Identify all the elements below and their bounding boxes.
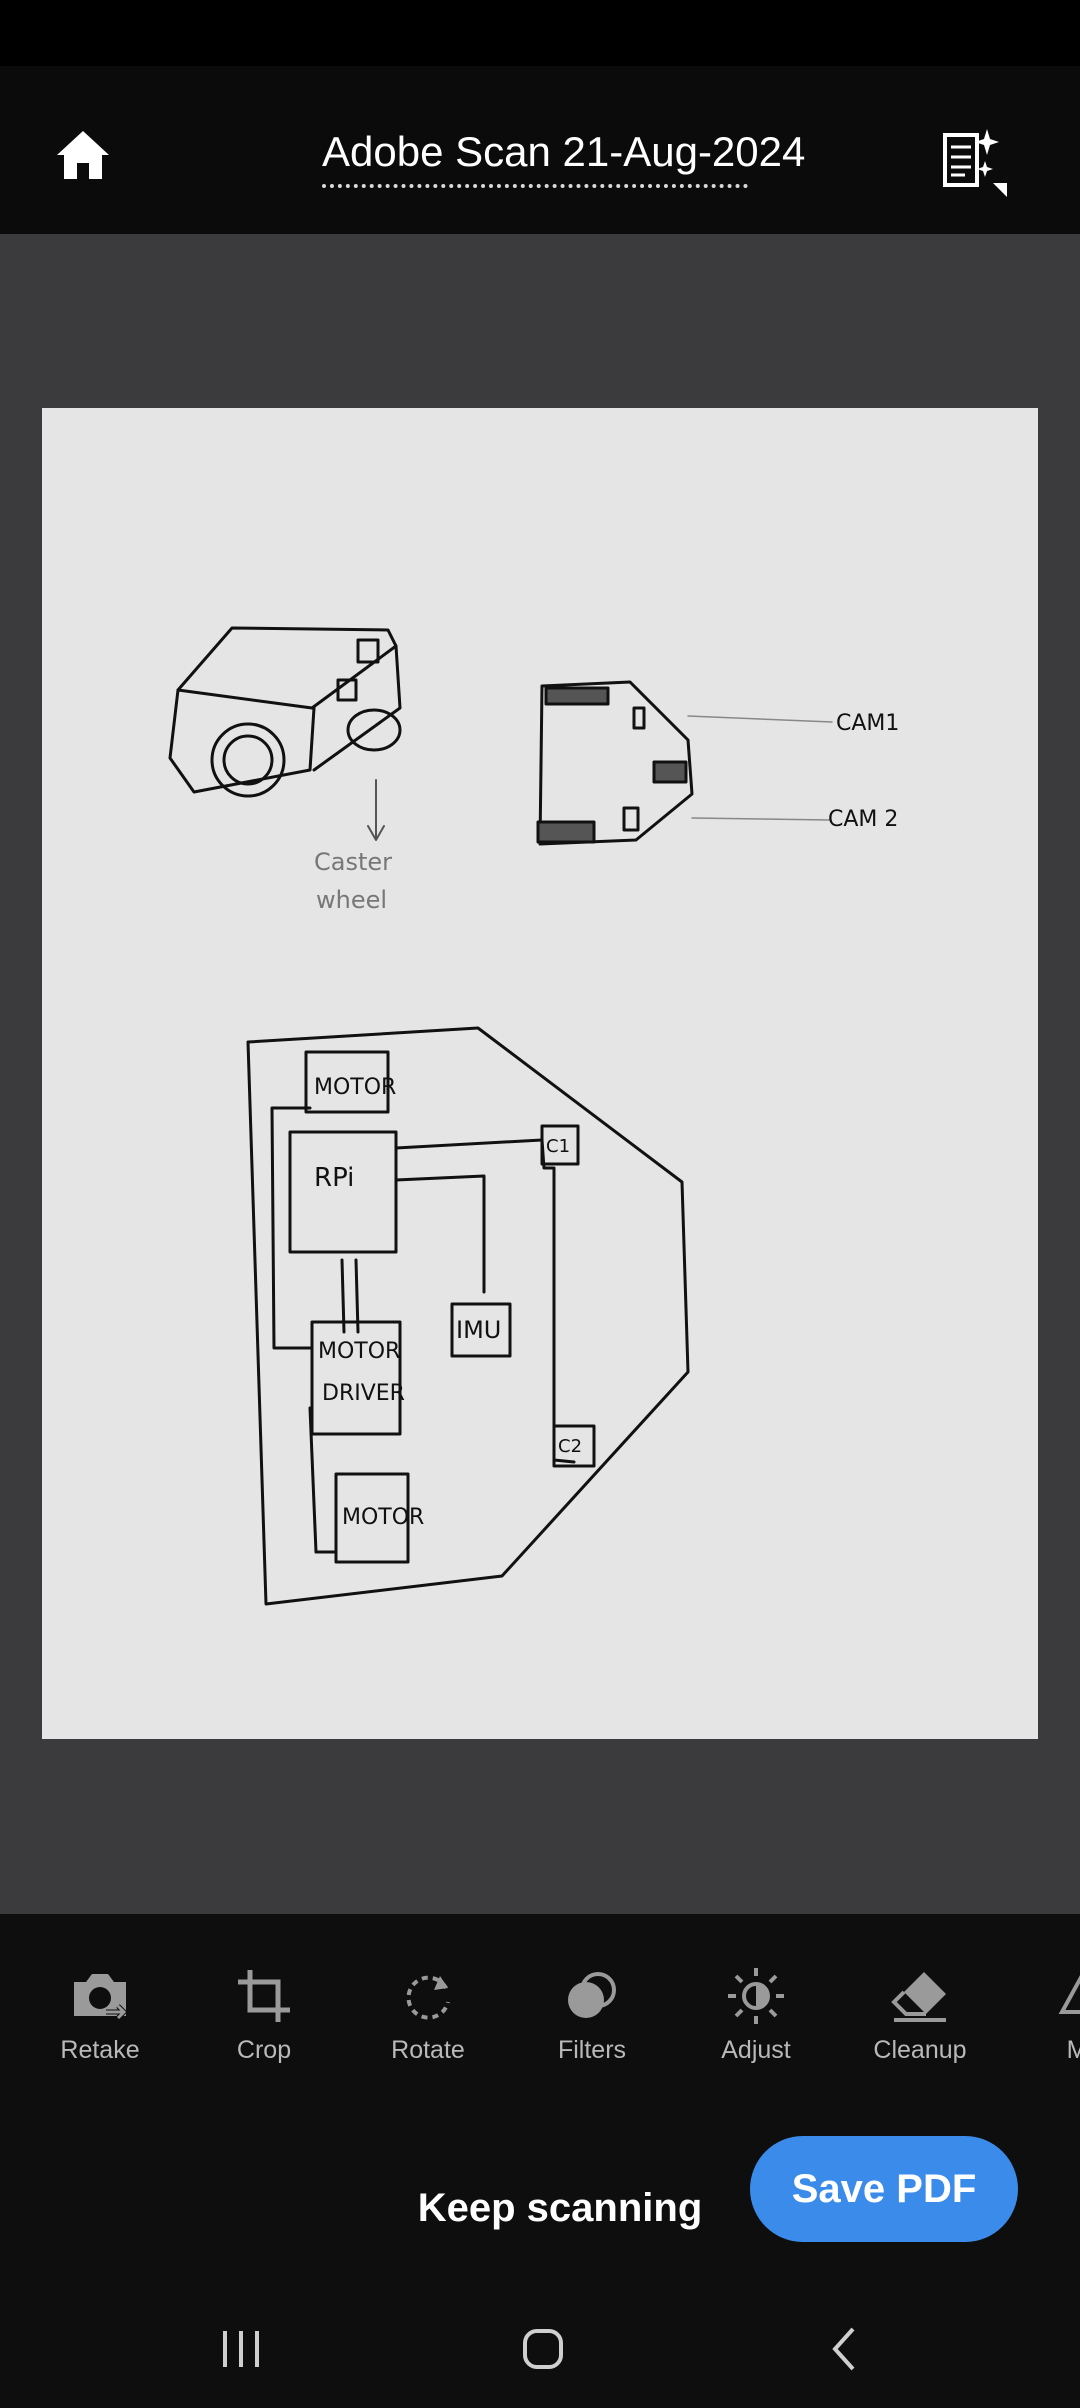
motor-top-label: MOTOR [314, 1075, 396, 1100]
retake-button[interactable]: Retake [30, 1964, 170, 2074]
home-icon [57, 131, 109, 179]
action-bar: Keep scanning Save PDF [0, 2114, 1080, 2294]
wheel-label: wheel [316, 886, 387, 914]
eraser-icon [891, 1972, 946, 2022]
markup-icon [1058, 1975, 1080, 2014]
filters-label: Filters [557, 2036, 627, 2064]
imu-label: IMU [456, 1316, 501, 1344]
cleanup-button[interactable]: Cleanup [850, 1964, 990, 2074]
motor-driver-label-2: DRIVER [322, 1381, 405, 1406]
rpi-label: RPi [314, 1163, 354, 1193]
recent-apps-icon [223, 2331, 259, 2367]
filters-button[interactable]: Filters [522, 1964, 662, 2074]
system-navigation-bar [0, 2294, 1080, 2408]
cleanup-label: Cleanup [873, 2036, 967, 2064]
crop-button[interactable]: Crop [194, 1964, 334, 2074]
back-icon [832, 2327, 855, 2371]
keep-scanning-button[interactable]: Keep scanning [417, 2186, 703, 2230]
c2-label: C2 [558, 1436, 582, 1457]
markup-button[interactable]: Ma [1014, 1964, 1080, 2074]
cam2-label: CAM 2 [828, 807, 898, 832]
adjust-button[interactable]: Adjust [686, 1964, 826, 2074]
crop-label: Crop [236, 2036, 292, 2064]
scanned-page[interactable]: Caster wheel CAM1 CAM 2 MOTOR RPi C1 IMU… [42, 408, 1038, 1739]
markup-label: Ma [1066, 2036, 1080, 2064]
edit-toolbar: Retake Crop Rotate Filters Adjust Cleanu… [0, 1914, 1080, 2114]
hand-drawn-robot-diagram: Caster wheel CAM1 CAM 2 MOTOR RPi C1 IMU… [168, 626, 899, 1606]
caster-label: Caster [314, 848, 392, 876]
back-nav-button[interactable] [800, 2314, 890, 2384]
status-bar [0, 0, 1080, 66]
cam1-label: CAM1 [836, 711, 899, 736]
adjust-label: Adjust [721, 2036, 791, 2064]
motor-driver-label-1: MOTOR [318, 1339, 400, 1364]
motor-bottom-label: MOTOR [342, 1505, 424, 1530]
scan-preview-area: Caster wheel CAM1 CAM 2 MOTOR RPi C1 IMU… [0, 234, 1080, 1914]
home-button[interactable] [40, 112, 126, 198]
save-pdf-button[interactable]: Save PDF [750, 2136, 1018, 2242]
ai-sparkle-document-icon [943, 129, 1007, 197]
document-title[interactable]: Adobe Scan 21-Aug-2024 [322, 124, 805, 188]
adjust-brightness-icon [728, 1968, 784, 2024]
home-nav-button[interactable] [498, 2314, 588, 2384]
rotate-label: Rotate [391, 2036, 465, 2064]
retake-camera-icon [74, 1974, 128, 2020]
ai-assistant-button[interactable] [930, 118, 1016, 204]
retake-label: Retake [60, 2036, 140, 2064]
recent-apps-button[interactable] [196, 2314, 286, 2384]
rotate-button[interactable]: Rotate [358, 1964, 498, 2074]
rotate-icon [406, 1975, 450, 2020]
filters-icon [568, 1972, 616, 2018]
crop-icon [238, 1970, 290, 2022]
top-app-bar: Adobe Scan 21-Aug-2024 [0, 66, 1080, 234]
home-nav-icon [523, 2329, 563, 2369]
c1-label: C1 [546, 1136, 570, 1157]
